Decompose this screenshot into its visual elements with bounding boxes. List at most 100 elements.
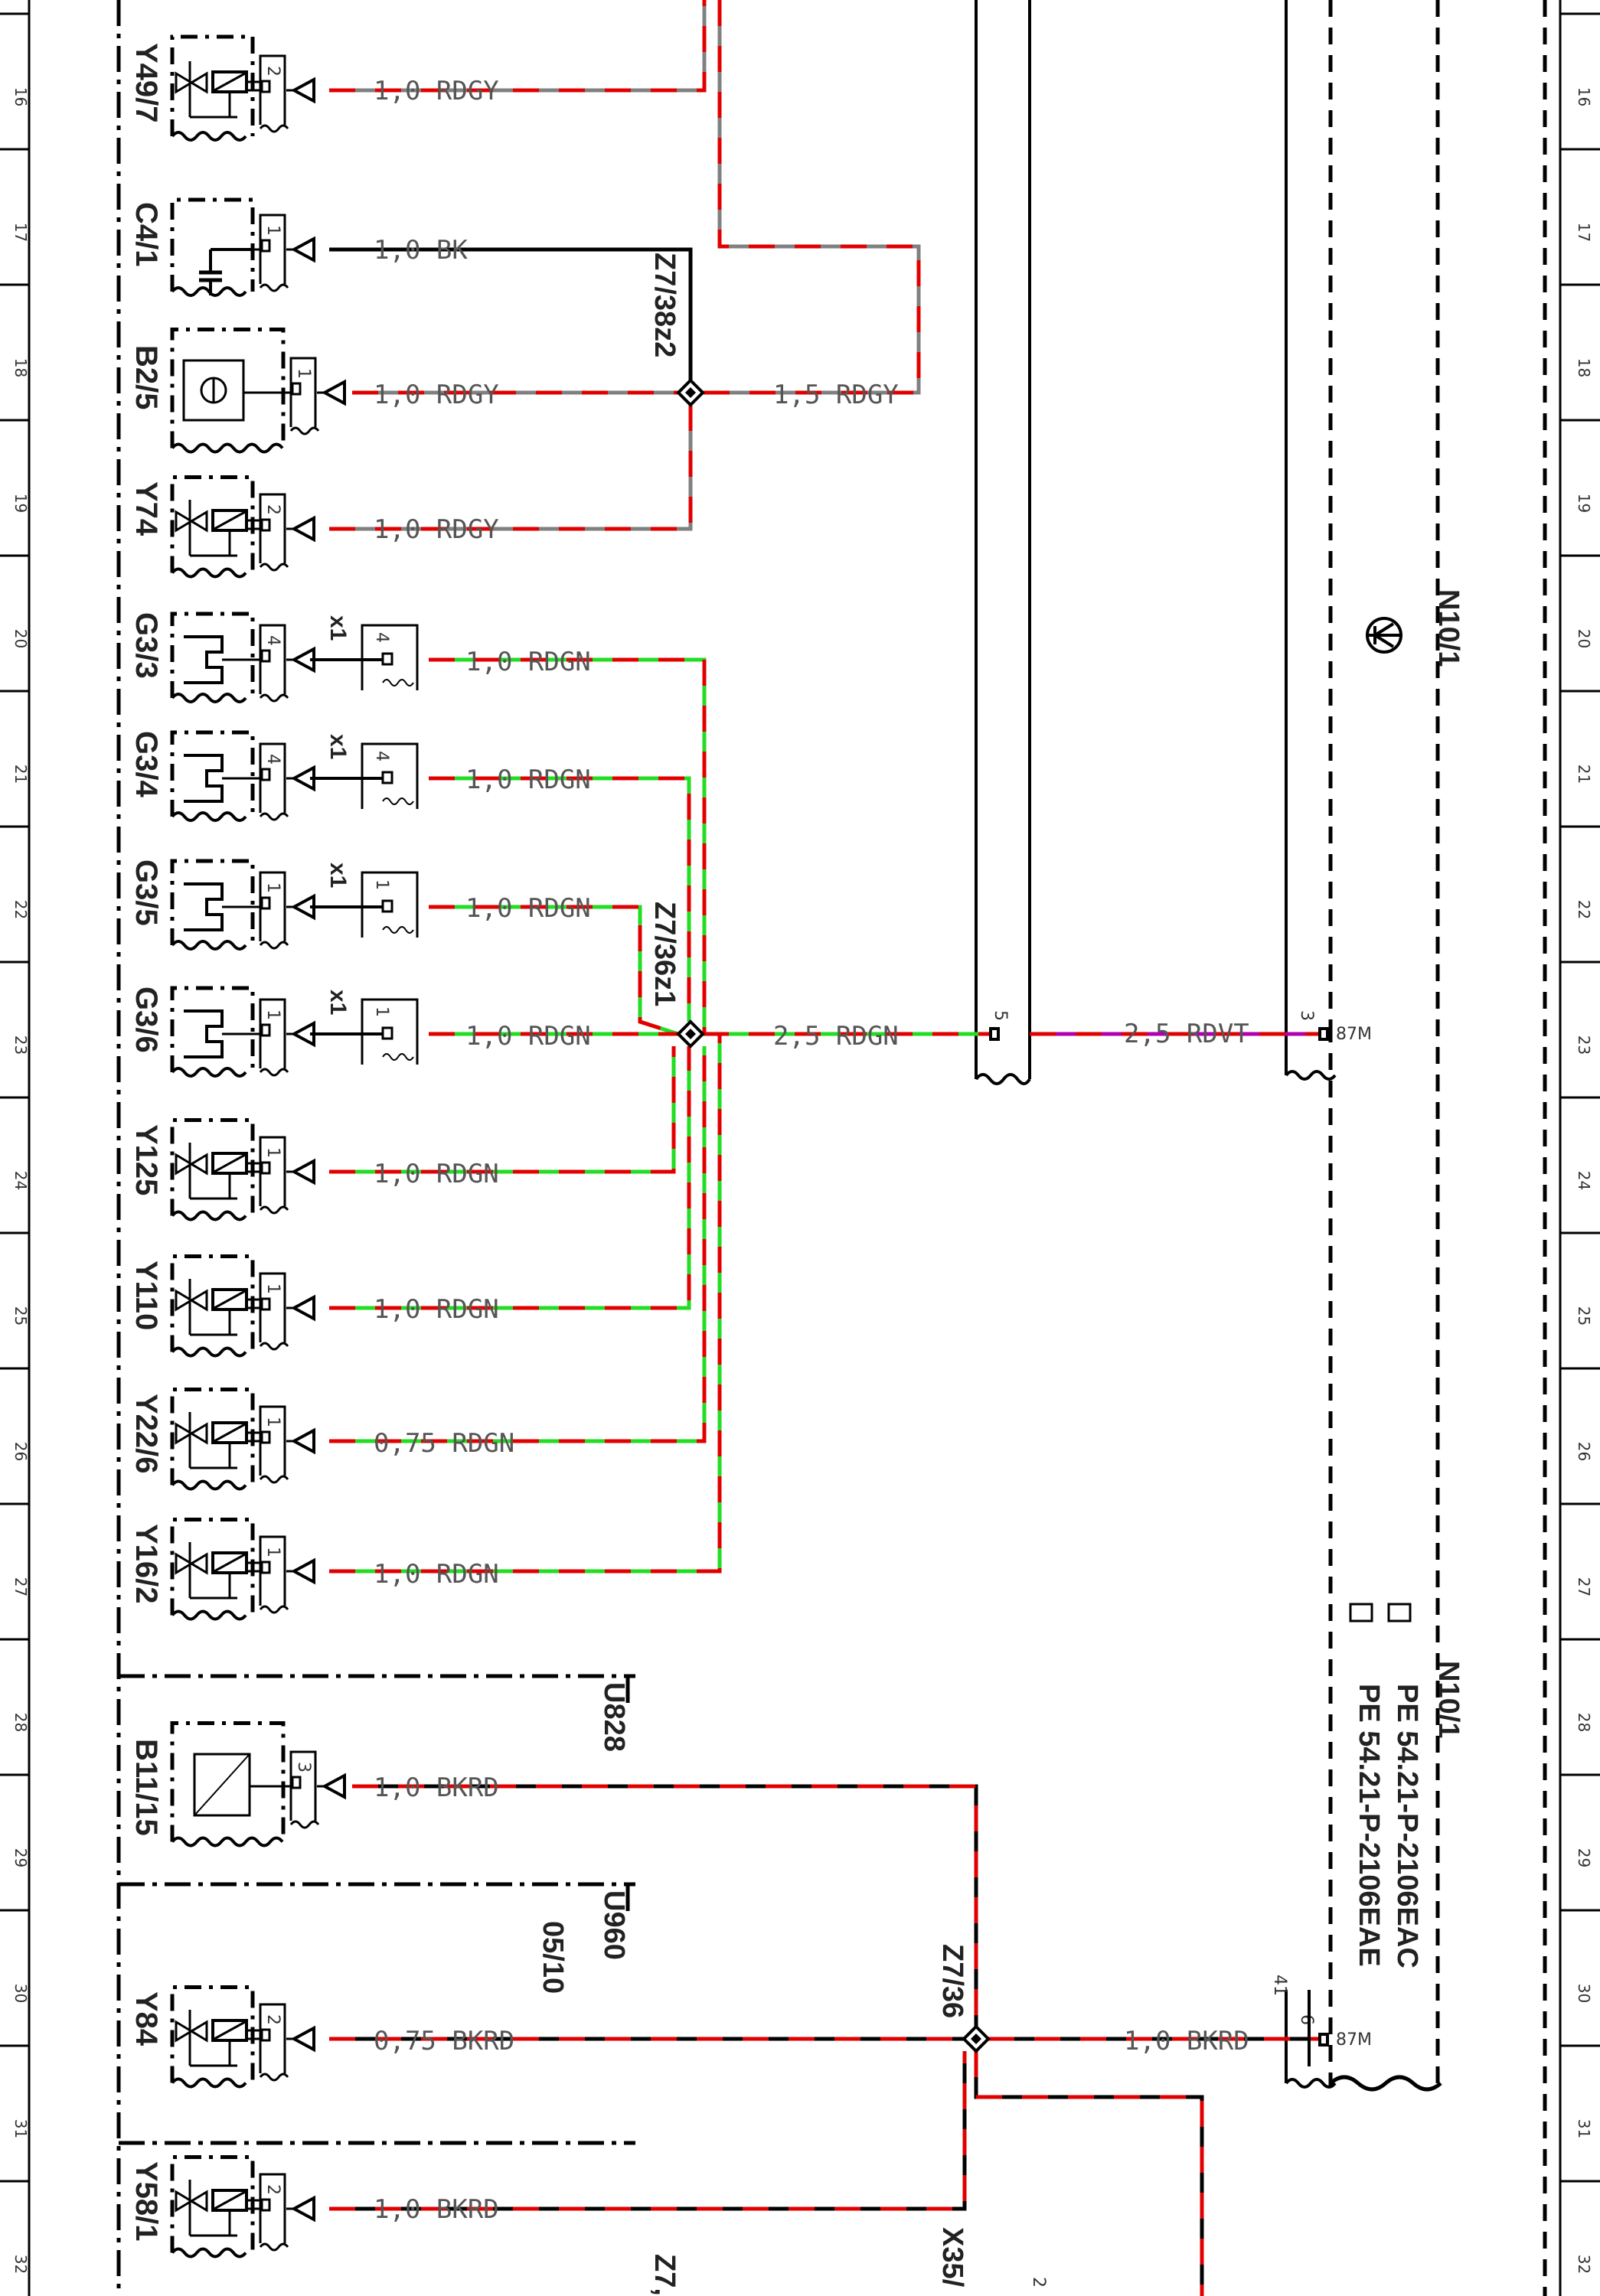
- wire-label-c4-1: 1,0 BK: [374, 235, 468, 266]
- wire-label-z7-36z1-out: 2,5 RDGN: [773, 1021, 899, 1052]
- pin-label-6: 6: [1297, 2014, 1316, 2025]
- row-number: 22: [11, 900, 30, 919]
- module-label-u828: U828: [598, 1682, 630, 1752]
- pin-label-87m-b: 87M: [1336, 2030, 1372, 2050]
- solenoid-valve-icon: [175, 1143, 263, 1200]
- wire-y49-7-riser: [703, 0, 921, 395]
- row-number: 26: [1575, 1442, 1593, 1461]
- wire-label-n10-pin6: 1,0 BKRD: [1124, 2026, 1249, 2056]
- wire-c4-1: [329, 247, 693, 380]
- row-number: 31: [1575, 2119, 1593, 2138]
- heater-element-icon: [184, 754, 253, 803]
- splice-label-x35: X35/: [936, 2227, 968, 2288]
- pin-number: 1: [263, 225, 282, 236]
- wire-label-g3-4: 1,0 RDGN: [465, 765, 591, 795]
- row-number: 24: [1575, 1171, 1593, 1190]
- pin-number: 1: [263, 1283, 282, 1294]
- pressure-transducer-icon: [193, 1753, 283, 1817]
- wire-label-g3-5: 1,0 RDGN: [465, 893, 591, 924]
- pin-label-3: 3: [1297, 1010, 1316, 1021]
- component-label: Y58/1: [129, 2161, 163, 2242]
- solenoid-valve-icon: [175, 2180, 263, 2237]
- wire-y125: [329, 1046, 676, 1174]
- x1-pin-number: 1: [372, 1006, 391, 1017]
- component-label: Y74: [129, 481, 163, 536]
- wire-label-y22-6: 0,75 RDGN: [374, 1428, 514, 1459]
- wire-label-b2-5: 1,0 RDGY: [374, 380, 499, 410]
- wire-g3-5: [429, 905, 679, 1036]
- module-label-n10-1-top: N10/1: [1432, 589, 1464, 667]
- splice-z7-38z2: [677, 379, 704, 406]
- component-b2-5: 1B2/5: [129, 328, 346, 454]
- module-label-u960: U960: [598, 1890, 630, 1960]
- x1-label: x1: [325, 615, 351, 641]
- row-number: 16: [11, 87, 30, 106]
- row-number: 27: [11, 1577, 30, 1596]
- component-y110: 1 Y110: [129, 1254, 315, 1358]
- sheet-border: [28, 0, 1562, 2296]
- wire-label-z7-38-out: 1,5 RDGY: [773, 380, 899, 410]
- component-y125: 1 Y125: [129, 1118, 315, 1221]
- wire-label-y58-1: 1,0 BKRD: [374, 2194, 499, 2225]
- component-c4-1: 1 C4/1: [129, 197, 315, 297]
- pe-pointing-hand-icon: [1349, 1603, 1412, 1623]
- wire-label-n10-pin3: 2,5 RDVT: [1124, 1019, 1249, 1049]
- wire-label-g3-6: 1,0 RDGN: [465, 1021, 591, 1052]
- row-number: 30: [11, 1984, 30, 2003]
- splice-z7-36z1: [677, 1020, 704, 1048]
- x1-pin-number: 4: [372, 751, 391, 762]
- wire-label-y84: 0,75 BKRD: [374, 2026, 514, 2056]
- row-number: 29: [1575, 1848, 1593, 1867]
- module-ref-u960: 05/10: [537, 1921, 569, 1994]
- component-label: Y125: [129, 1124, 163, 1195]
- component-label: G3/5: [129, 859, 163, 926]
- wire-label-y74: 1,0 RDGY: [374, 514, 499, 545]
- heater-element-icon: [184, 635, 253, 684]
- wire-y16-2: [329, 1032, 722, 1574]
- row-number: 25: [11, 1306, 30, 1326]
- component-label: C4/1: [129, 202, 163, 267]
- wire-label-y49-7: 1,0 RDGY: [374, 76, 499, 106]
- component-label: Y84: [129, 1991, 163, 2047]
- wire-y22-6: [329, 1046, 707, 1443]
- capacitor-icon: [199, 248, 253, 295]
- component-label: Y49/7: [129, 43, 163, 123]
- splice-label-z7-36: Z7/36: [936, 1944, 968, 2018]
- row-number: 28: [1575, 1713, 1593, 1732]
- bottom-label-2: 2: [1029, 2277, 1048, 2288]
- splice-z7-36: [962, 2025, 990, 2053]
- component-label: G3/6: [129, 987, 163, 1053]
- pin-label-87m-a: 87M: [1336, 1025, 1372, 1044]
- n10-pin-stubs: [989, 1027, 1329, 2066]
- row-number: 23: [1575, 1035, 1593, 1055]
- module-label-n10-1-bottom: N10/1: [1432, 1661, 1464, 1738]
- component-label: Y110: [129, 1261, 163, 1330]
- row-number: 19: [1575, 494, 1593, 513]
- row-number: 22: [1575, 900, 1593, 919]
- x1-label: x1: [325, 863, 351, 888]
- pin-number: 1: [263, 882, 282, 893]
- solenoid-valve-icon: [175, 500, 263, 557]
- row-number: 28: [11, 1713, 30, 1732]
- wire-labels: 1,0 RDGY 1,0 BK 1,0 RDGY 1,0 RDGY 1,5 RD…: [374, 76, 1249, 2225]
- solenoid-valve-icon: [175, 1412, 263, 1469]
- pin-number: 1: [263, 1547, 282, 1557]
- pin-number: 1: [263, 1147, 282, 1158]
- wire-g3-3: [429, 657, 707, 1034]
- row-number: 16: [1575, 87, 1593, 106]
- pe-reference-1: PE 54.21-P-2106EAC: [1391, 1684, 1423, 1968]
- row-number: 20: [11, 629, 30, 648]
- row-number: 29: [11, 1848, 30, 1867]
- pin-number: 2: [263, 66, 282, 77]
- component-label: B11/15: [129, 1739, 163, 1836]
- row-number: 17: [11, 223, 30, 242]
